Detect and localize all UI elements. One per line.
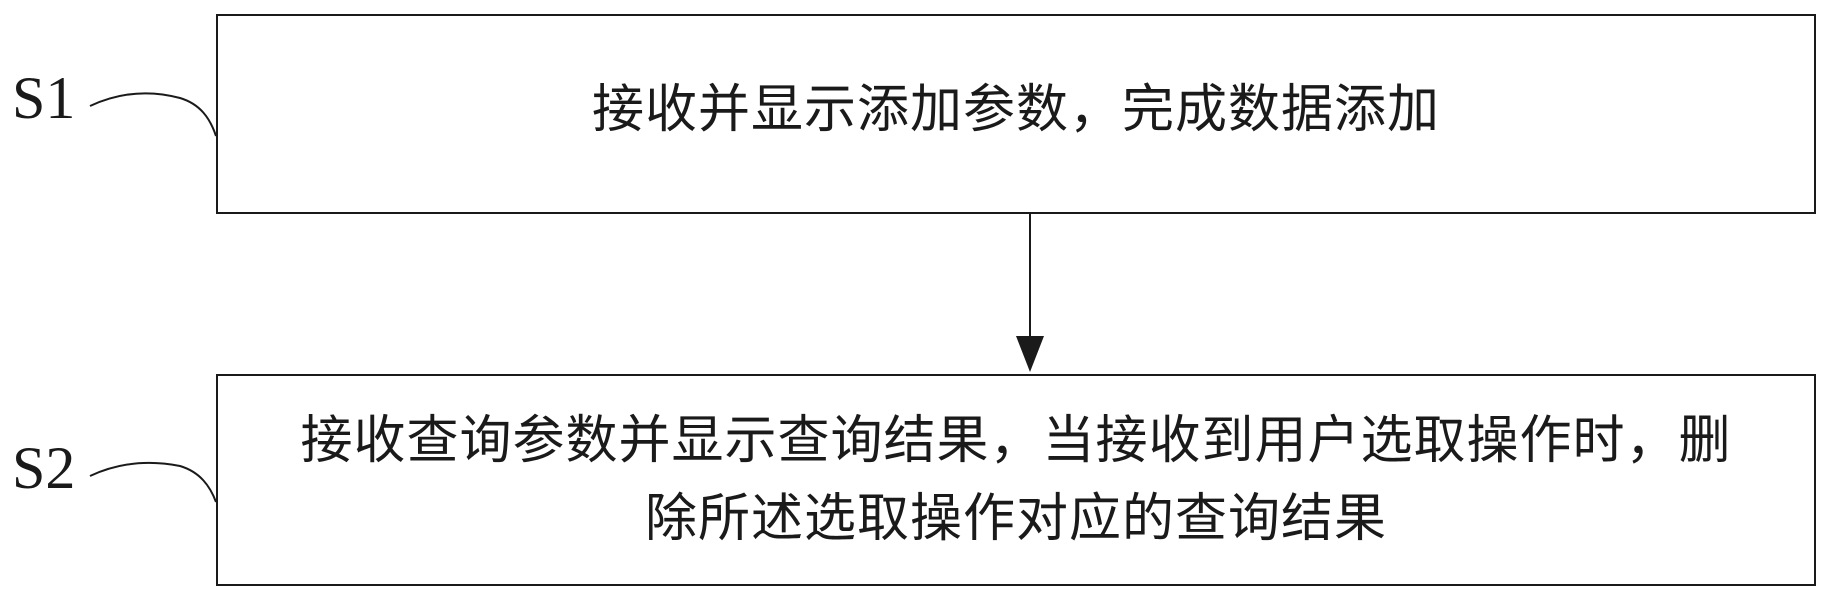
step-box-s2: 接收查询参数并显示查询结果，当接收到用户选取操作时，删除所述选取操作对应的查询结… [216, 374, 1816, 586]
step-text-s2: 接收查询参数并显示查询结果，当接收到用户选取操作时，删除所述选取操作对应的查询结… [300, 411, 1732, 549]
step-label-s2: S2 [12, 435, 76, 501]
step-label-s1: S1 [12, 65, 76, 131]
step-box-s1: 接收并显示添加参数，完成数据添加 [216, 14, 1816, 214]
s2-leader-line [89, 461, 217, 503]
step-text-s1: 接收并显示添加参数，完成数据添加 [591, 80, 1440, 140]
s1-leader-line [89, 92, 217, 137]
flow-arrow-head [1016, 336, 1044, 372]
